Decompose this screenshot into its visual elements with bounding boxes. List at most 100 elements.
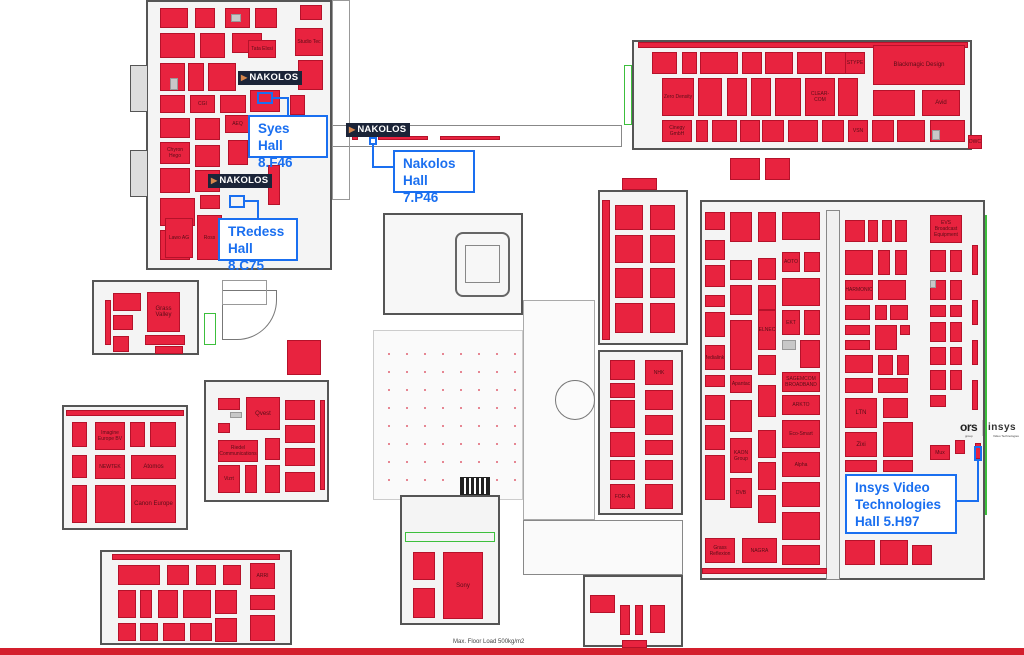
booth[interactable] <box>285 400 315 420</box>
booth[interactable] <box>730 212 752 242</box>
booth[interactable] <box>804 310 820 335</box>
booth[interactable] <box>645 484 673 509</box>
booth[interactable] <box>645 440 673 455</box>
booth[interactable] <box>285 472 315 492</box>
booth[interactable] <box>440 136 500 140</box>
callout-nakolos[interactable]: Nakolos Hall 7.P46 <box>393 150 475 205</box>
booth[interactable] <box>880 540 908 565</box>
booth[interactable] <box>652 52 677 74</box>
booth[interactable] <box>758 285 776 310</box>
booth[interactable] <box>765 52 793 74</box>
booth[interactable] <box>150 422 176 447</box>
booth[interactable] <box>290 95 305 115</box>
booth[interactable] <box>758 430 776 458</box>
booth[interactable] <box>788 120 818 142</box>
booth[interactable] <box>413 552 435 580</box>
tredess-booth-marker[interactable] <box>229 195 245 208</box>
booth[interactable] <box>845 355 873 373</box>
booth-harmonic[interactable]: HARMONIC <box>845 280 873 300</box>
booth-apantac[interactable]: Apantac <box>730 375 752 393</box>
booth[interactable] <box>183 590 211 618</box>
booth-cgi[interactable]: CGI <box>190 95 215 113</box>
booth-stype[interactable]: STYPE <box>845 52 865 74</box>
booth[interactable] <box>845 340 870 350</box>
booth[interactable] <box>650 303 675 333</box>
booth[interactable] <box>602 200 610 340</box>
booth[interactable] <box>650 268 675 298</box>
booth[interactable] <box>878 355 893 375</box>
booth[interactable] <box>158 590 178 618</box>
booth[interactable] <box>215 590 237 614</box>
booth-empty[interactable] <box>170 78 178 90</box>
booth[interactable] <box>265 438 280 460</box>
booth-sagemcom[interactable]: SAGEMCOM BROADBAND <box>782 372 820 392</box>
callout-insys[interactable]: Insys Video Technologies Hall 5.H97 <box>845 474 957 534</box>
booth[interactable] <box>782 278 820 306</box>
booth-ltn[interactable]: LTN <box>845 398 877 428</box>
booth[interactable] <box>250 595 275 610</box>
booth[interactable] <box>635 605 643 635</box>
booth[interactable] <box>113 315 133 330</box>
booth[interactable] <box>223 565 241 585</box>
booth-elnec[interactable]: ELNEC <box>758 310 776 350</box>
booth[interactable] <box>196 565 216 585</box>
booth-riedel[interactable]: Riedel Communications <box>218 440 258 462</box>
booth[interactable] <box>883 460 913 472</box>
booth[interactable] <box>615 205 643 230</box>
booth[interactable] <box>140 590 152 618</box>
booth[interactable] <box>878 280 906 300</box>
booth-cinegy[interactable]: Cinegy GmbH <box>662 120 692 142</box>
booth[interactable] <box>762 120 784 142</box>
booth[interactable] <box>163 623 185 641</box>
booth[interactable] <box>912 545 932 565</box>
booth[interactable] <box>160 95 185 113</box>
booth[interactable] <box>875 305 887 320</box>
booth-ekt[interactable]: EKT <box>782 310 800 335</box>
booth-medialinks[interactable]: Medialinks <box>705 345 725 370</box>
booth-empty[interactable] <box>932 130 940 140</box>
booth[interactable] <box>300 5 322 20</box>
booth[interactable] <box>782 482 820 507</box>
booth[interactable] <box>160 118 190 138</box>
booth-newtek[interactable]: NEWTEK <box>95 455 125 479</box>
booth[interactable] <box>700 52 738 74</box>
booth[interactable] <box>873 90 915 116</box>
booth[interactable] <box>95 485 125 523</box>
booth[interactable] <box>188 63 204 91</box>
booth[interactable] <box>705 375 725 387</box>
booth[interactable] <box>950 280 962 300</box>
booth[interactable] <box>167 565 189 585</box>
booth[interactable] <box>705 312 725 337</box>
booth[interactable] <box>878 378 908 393</box>
booth-kaon[interactable]: KAON Group <box>730 438 752 473</box>
booth[interactable] <box>245 465 257 493</box>
booth[interactable] <box>845 378 873 393</box>
booth[interactable] <box>972 245 978 275</box>
booth-ross[interactable]: Ross <box>197 215 222 260</box>
booth[interactable] <box>72 485 87 523</box>
booth-empty[interactable] <box>930 280 936 288</box>
booth[interactable] <box>727 78 747 116</box>
booth[interactable] <box>195 118 220 140</box>
booth-grass-valley[interactable]: Grass Valley <box>147 292 180 332</box>
booth[interactable] <box>797 52 822 74</box>
booth[interactable] <box>845 305 870 320</box>
booth[interactable] <box>705 265 725 287</box>
booth[interactable] <box>645 460 673 480</box>
booth[interactable] <box>868 220 878 242</box>
booth[interactable] <box>730 320 752 370</box>
callout-tredess[interactable]: TRedess Hall 8.C75 <box>218 218 298 273</box>
booth-qvest[interactable]: Qvest <box>246 397 280 430</box>
booth[interactable] <box>845 325 870 335</box>
booth[interactable] <box>682 52 697 74</box>
booth[interactable] <box>782 545 820 565</box>
booth[interactable] <box>705 295 725 307</box>
booth[interactable] <box>878 250 890 275</box>
booth-studio-tec[interactable]: Studio Tec <box>295 28 323 56</box>
booth-nhk[interactable]: NHK <box>645 360 673 385</box>
booth[interactable] <box>160 8 188 28</box>
booth[interactable] <box>950 347 962 365</box>
booth[interactable] <box>955 440 965 454</box>
booth[interactable] <box>190 623 212 641</box>
booth[interactable] <box>730 285 752 315</box>
